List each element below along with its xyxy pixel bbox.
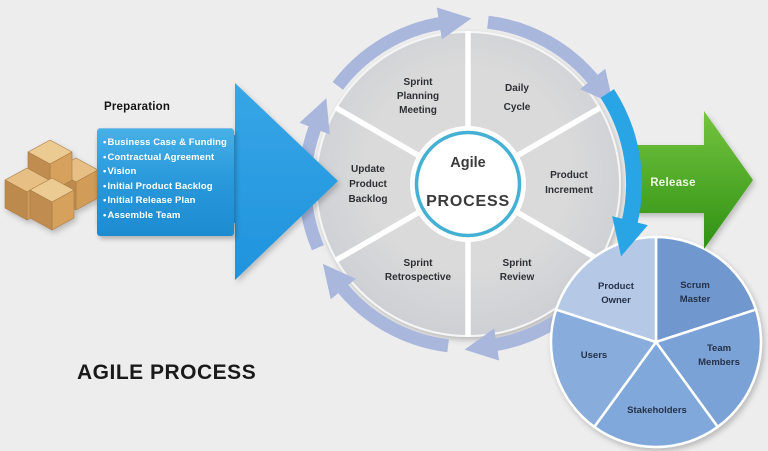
wheel-segment-product-increment: Product Increment [545,170,593,196]
wheel-segment-sprint-planning-meeting: Sprint Planning Meeting [397,77,439,116]
segment-label-line: Retrospective [385,272,452,283]
hub-circle [414,130,522,238]
segment-label-line: Cycle [504,102,531,113]
preparation-item: Contractual Agreement [103,151,231,166]
wheel-segment-update-product-backlog: Update Product Backlog [349,164,388,205]
pie-label-line: Stakeholders [627,405,687,416]
pie-slice-stakeholders [593,340,719,449]
pie-label-line: Owner [601,295,631,306]
segment-label-line: Meeting [399,105,437,116]
pie-slice-team-members [654,308,763,429]
cycle-arc [332,7,472,90]
release-arrow-shape [628,111,753,249]
pie-label-line: Users [581,350,607,361]
hub-title-line2: PROCESS [426,193,510,210]
pie-slice-users [549,308,658,429]
preparation-item: Vision [103,165,231,180]
segment-label-line: Update [351,164,385,175]
pie-slice-scrum-master [654,235,758,344]
preparation-panel: Business Case & Funding Contractual Agre… [97,128,234,236]
wheel-segment-daily-cycle: Daily Cycle [504,83,531,113]
preparation-item: Initial Release Plan [103,194,231,209]
pie-labels: Scrum Master Team Members Stakeholders U… [581,280,740,416]
handoff-arrow [600,89,648,257]
segment-label-line: Increment [545,185,593,196]
pie-label-line: Team [707,343,731,354]
segment-label-line: Backlog [349,194,388,205]
preparation-heading: Preparation [104,101,171,113]
segment-label-line: Sprint [503,258,533,269]
pie-label-line: Scrum [680,280,710,291]
cycle-arc [322,263,449,353]
segment-label-line: Daily [505,83,529,94]
segment-label-line: Product [550,170,588,181]
preparation-item: Business Case & Funding [103,136,231,151]
preparation-item: Assemble Team [103,209,231,224]
wheel-segment-sprint-retrospective: Sprint Retrospective [385,258,452,283]
segment-label-line: Review [500,272,535,283]
pie-label-line: Product [598,281,635,292]
release-label: Release [650,177,696,189]
hub-title-line1: Agile [450,155,485,171]
cycle-arc [487,15,614,105]
pie-label-line: Master [680,294,711,305]
segment-label-line: Planning [397,91,439,102]
pie-label-line: Members [698,357,740,368]
segment-label-line: Sprint [404,258,434,269]
preparation-item: Initial Product Backlog [103,180,231,195]
segment-label-line: Sprint [404,77,434,88]
diagram-title: AGILE PROCESS [77,361,257,384]
release-arrow: Release [628,111,753,249]
segment-label-line: Product [349,179,387,190]
team-roles-pie: Scrum Master Team Members Stakeholders U… [549,235,763,449]
cardboard-boxes-icon [4,139,99,231]
wheel-segment-sprint-review: Sprint Review [500,258,535,283]
agile-cycle-wheel: Sprint Planning Meeting Daily Cycle Prod… [298,7,621,361]
wheel-hub: Agile PROCESS [410,126,526,242]
